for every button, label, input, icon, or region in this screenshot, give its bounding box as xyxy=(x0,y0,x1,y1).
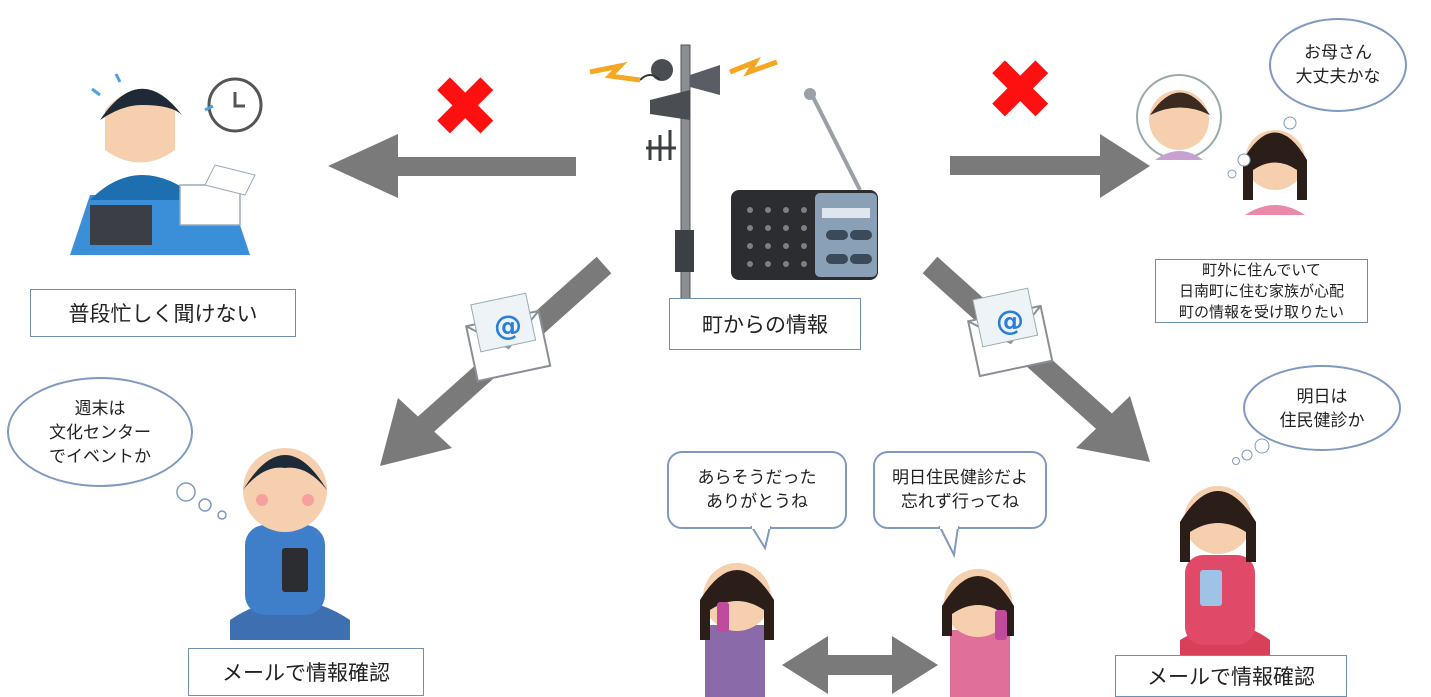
thought-mother-line-2: 大丈夫かな xyxy=(1295,67,1381,87)
arrow-to-busy xyxy=(328,134,576,198)
mail-check-label-right: メールで情報確認 xyxy=(1115,655,1347,697)
mail-at-right: @ xyxy=(996,304,1024,337)
busy-worker-icon xyxy=(70,73,263,255)
thought-mother-text: お母さん 大丈夫かな xyxy=(1278,40,1398,90)
thought-mother-line-1: お母さん xyxy=(1304,43,1372,63)
family-line-2: 日南町に住む家族が心配 xyxy=(1178,281,1344,300)
mail-at-left: @ xyxy=(494,309,522,342)
family-line-3: 町の情報を受け取りたい xyxy=(1178,302,1344,321)
radio-icon xyxy=(731,88,878,280)
thought-bubble-right xyxy=(1243,365,1401,451)
speech-a-line-2: ありがとうね xyxy=(706,492,808,512)
arrow-between-phones xyxy=(782,636,938,694)
thought-right-text: 明日は 住民健診か xyxy=(1252,384,1392,434)
mail-envelope-right-icon xyxy=(967,287,1054,378)
thought-left-line-1: 週末は xyxy=(74,399,126,419)
center-info-label: 町からの情報 xyxy=(669,298,861,350)
woman-b-phone-icon xyxy=(942,569,1014,697)
thought-bubble-mother xyxy=(1269,18,1407,112)
family-worry-label: 町外に住んでいて 日南町に住む家族が心配 町の情報を受け取りたい xyxy=(1155,259,1368,323)
thought-right-line-1: 明日は xyxy=(1296,387,1348,407)
worried-family-icon xyxy=(1136,74,1307,215)
thought-right-line-2: 住民健診か xyxy=(1279,411,1365,431)
thought-bubble-left xyxy=(7,377,193,487)
loudspeaker-pole-icon xyxy=(589,44,778,316)
family-line-1: 町外に住んでいて xyxy=(1202,260,1321,279)
thought-left-line-3: でイベントか xyxy=(49,447,151,467)
speech-b-line-1: 明日住民健診だよ xyxy=(892,468,1028,488)
mail-envelope-left-icon xyxy=(465,292,552,383)
cross-mark-left: ✖ xyxy=(430,58,501,156)
boy-with-phone-icon xyxy=(176,448,350,640)
speech-a-line-1: あらそうだった xyxy=(697,468,817,488)
speech-a-text: あらそうだった ありがとうね xyxy=(668,462,846,518)
speech-bubble-b xyxy=(873,451,1047,559)
cross-mark-right: ✖ xyxy=(985,41,1056,139)
thought-left-line-2: 文化センター xyxy=(49,423,151,443)
thought-left-text: 週末は 文化センター でイベントか xyxy=(14,396,186,470)
busy-label: 普段忙しく聞けない xyxy=(30,289,296,337)
woman-reading-mail-icon xyxy=(1180,438,1270,660)
speech-b-text: 明日住民健診だよ 忘れず行ってね xyxy=(874,462,1046,518)
speech-b-line-2: 忘れず行ってね xyxy=(900,492,1020,512)
woman-a-phone-icon xyxy=(700,563,774,697)
speech-bubble-a xyxy=(667,451,847,551)
mail-check-label-left: メールで情報確認 xyxy=(188,648,424,696)
arrow-to-family xyxy=(950,134,1150,198)
